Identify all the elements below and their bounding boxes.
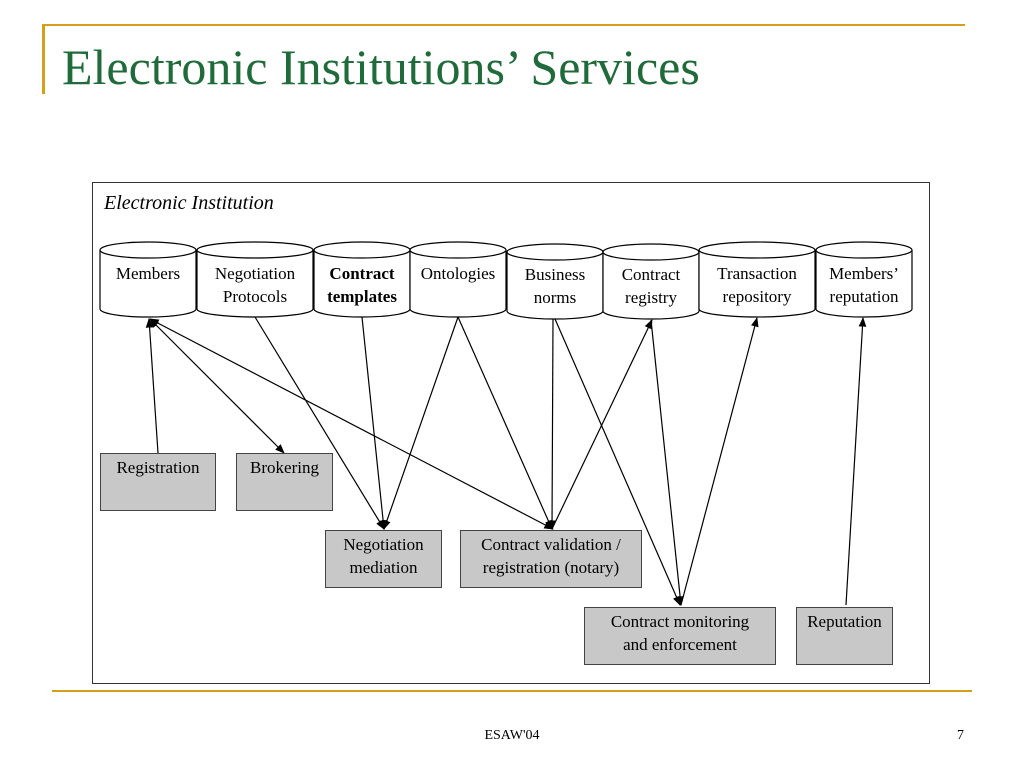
footer-label: ESAW'04 [484, 728, 540, 743]
arrows [145, 316, 867, 606]
arrow-validation-registry [551, 319, 653, 530]
cylinder-members [99, 241, 197, 318]
cylinder-transaction-repository [698, 241, 816, 318]
service-reputation: Reputation [796, 607, 893, 665]
electronic-institution-frame [92, 182, 930, 684]
service-contract-validation: Contract validation / registration (nota… [460, 530, 642, 588]
service-label-line: and enforcement [623, 635, 737, 654]
arrow-norms-validation [548, 318, 556, 530]
left-accent-bar [42, 26, 45, 94]
repo-label-line: Transaction [717, 264, 797, 283]
service-label-line: Contract monitoring [610, 612, 750, 631]
repo-label-ontologies: Ontologies [410, 262, 506, 285]
repo-label-line: reputation [829, 287, 899, 306]
repo-label-line: norms [533, 288, 577, 307]
repo-label-members-reputation: Members’ reputation [816, 262, 912, 308]
arrow-ontologies-validation [457, 316, 553, 530]
arrow-norms-monitoring [554, 318, 681, 606]
cylinder-members-reputation [815, 241, 913, 318]
arrow-protocols-mediation [254, 316, 385, 530]
service-brokering: Brokering [236, 453, 333, 511]
repo-label-line: registry [625, 288, 677, 307]
repository-cylinders [99, 241, 913, 320]
service-label-line: Registration [116, 458, 200, 477]
arrow-reputation-members-reputation [845, 317, 867, 606]
page-number: 7 [957, 728, 964, 743]
repo-label-business-norms: Business norms [507, 263, 603, 309]
service-label-line: Negotiation [343, 535, 424, 554]
arrow-ontologies-mediation [383, 316, 459, 530]
arrow-monitoring-transaction [680, 317, 759, 606]
slide-title: Electronic Institutions’ Services [62, 39, 700, 95]
repo-label-members: Members [100, 262, 196, 285]
top-accent-line [42, 24, 965, 26]
repo-label-transaction-repository: Transaction repository [699, 262, 815, 308]
footer-accent-line [52, 690, 972, 692]
repo-label-line: Protocols [222, 287, 288, 306]
repo-label-line: Members [115, 264, 181, 283]
service-label-line: mediation [349, 558, 418, 577]
arrow-members-contract-validation [149, 318, 554, 530]
repo-label-line: Contract [329, 264, 395, 283]
arrow-registry-monitoring [650, 319, 684, 606]
arrow-registration-members [145, 318, 159, 454]
arrow-templates-mediation [361, 316, 387, 530]
repo-label-line: templates [327, 287, 397, 306]
cylinder-ontologies [409, 241, 507, 318]
frame-label: Electronic Institution [104, 192, 274, 214]
service-label-line: Contract validation / [481, 535, 621, 554]
repo-label-contract-templates: Contract templates [314, 262, 410, 308]
service-label-line: Brokering [250, 458, 319, 477]
service-label-line: registration (notary) [482, 558, 620, 577]
repo-label-line: Contract [621, 265, 681, 284]
service-contract-monitoring: Contract monitoring and enforcement [584, 607, 776, 665]
arrow-members-brokering [149, 318, 285, 454]
repo-label-negotiation-protocols: Negotiation Protocols [197, 262, 313, 308]
repo-label-line: repository [722, 287, 792, 306]
service-label-line: Reputation [807, 612, 882, 631]
repo-label-line: Negotiation [214, 264, 296, 283]
service-negotiation-mediation: Negotiation mediation [325, 530, 442, 588]
repo-label-line: Members’ [829, 264, 899, 283]
cylinder-negotiation-protocols [196, 241, 314, 318]
repo-label-line: Ontologies [420, 264, 496, 283]
repo-label-line: Business [524, 265, 586, 284]
cylinder-business-norms [506, 243, 604, 320]
repo-label-contract-registry: Contract registry [603, 263, 699, 309]
cylinder-contract-registry [602, 243, 700, 320]
service-registration: Registration [100, 453, 216, 511]
